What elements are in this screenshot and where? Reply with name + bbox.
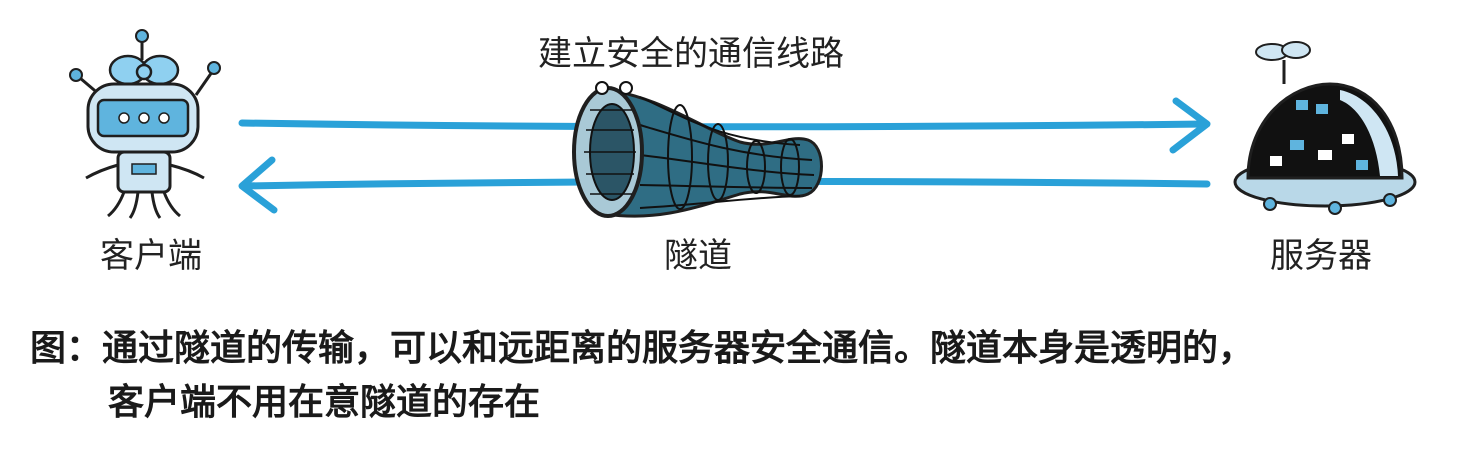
tunnel-title: 建立安全的通信线路 bbox=[538, 34, 844, 74]
caption-line-2: 客户端不用在意隧道的存在 bbox=[108, 382, 541, 423]
arrow-to-server bbox=[238, 97, 1211, 154]
diagram-canvas bbox=[69, 29, 1417, 219]
server-label: 服务器 bbox=[1270, 236, 1372, 276]
tunnel-tube-icon bbox=[572, 81, 823, 218]
tunnel-diagram: 建立安全的通信线路 bbox=[69, 29, 1417, 276]
robot-client-icon bbox=[69, 29, 221, 219]
tunnel-label: 隧道 bbox=[664, 236, 732, 276]
client-label: 客户端 bbox=[100, 236, 202, 276]
dome-server-icon bbox=[1233, 41, 1417, 215]
figure-caption: 图：通过隧道的传输，可以和远距离的服务器安全通信。隧道本身是透明的， 客户端不用… bbox=[30, 322, 1460, 430]
caption-line-1: 图：通过隧道的传输，可以和远距离的服务器安全通信。隧道本身是透明的， bbox=[30, 328, 1255, 369]
